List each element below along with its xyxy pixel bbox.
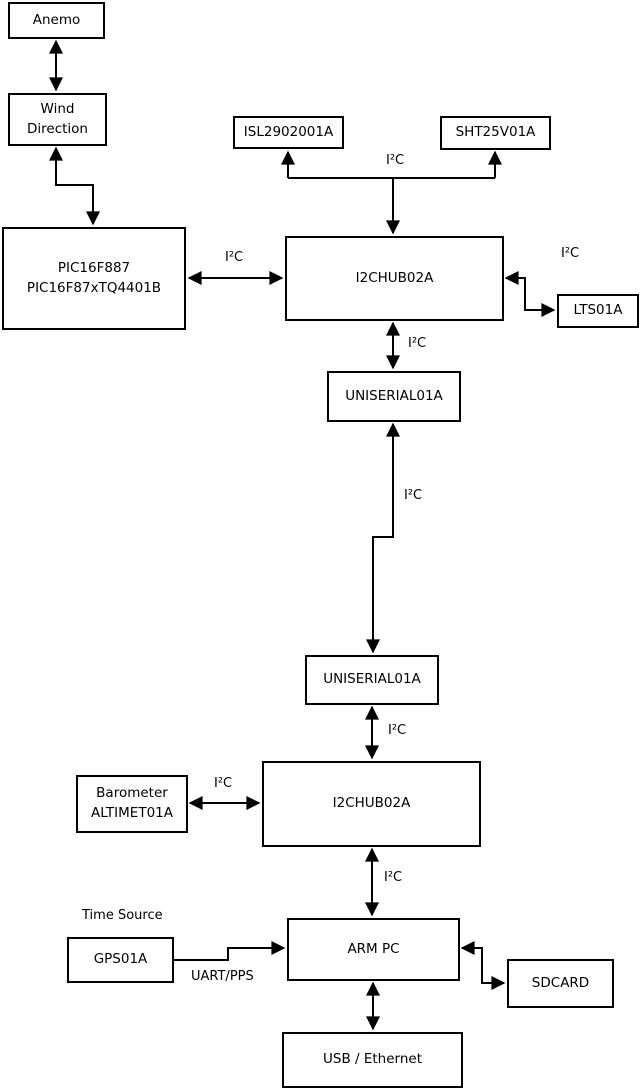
node-i2chub02a-1: I2CHUB02A (285, 236, 504, 321)
edge-label-i2c-lts: I²C (561, 246, 580, 261)
edge-label-i2c-hub2-arm: I²C (384, 870, 403, 885)
node-lts01a: LTS01A (557, 294, 639, 328)
edge-label-i2c-uni-uni: I²C (404, 488, 423, 503)
edge-wind-pic (49, 146, 100, 226)
edge-label-i2c-sensors: I²C (386, 153, 405, 168)
node-sdcard: SDCARD (507, 959, 614, 1008)
node-i2chub02a-2: I2CHUB02A (262, 761, 481, 847)
edge-label-i2c-pic-hub: I²C (225, 250, 244, 265)
edge-label-uart-pps: UART/PPS (191, 969, 254, 984)
node-wind-direction: Wind Direction (8, 93, 107, 146)
node-arm-pc: ARM PC (287, 918, 460, 981)
node-isl2902001a: ISL2902001A (233, 116, 344, 149)
node-gps01a: GPS01A (67, 937, 174, 983)
edge-label-i2c-uni2-hub2: I²C (388, 723, 407, 738)
node-uniserial01a-2: UNISERIAL01A (305, 655, 439, 705)
node-uniserial01a-1: UNISERIAL01A (327, 371, 461, 422)
edge-gps-arm (174, 941, 286, 961)
edge-uniserial1-uniserial2 (366, 422, 400, 654)
edge-hub1-lts (504, 271, 556, 317)
edge-label-i2c-barometer: I²C (214, 776, 233, 791)
node-sht25v01a: SHT25V01A (440, 116, 551, 150)
node-anemo: Anemo (8, 2, 105, 39)
node-pic16f887: PIC16F887 PIC16F87xTQ4401B (2, 227, 186, 330)
label-time-source: Time Source (82, 908, 163, 923)
edge-label-i2c-hub1-uni1: I²C (408, 336, 427, 351)
node-barometer-altimet01a: Barometer ALTIMET01A (76, 775, 188, 833)
edge-arm-sdcard (460, 941, 506, 990)
node-usb-ethernet: USB / Ethernet (282, 1032, 463, 1088)
